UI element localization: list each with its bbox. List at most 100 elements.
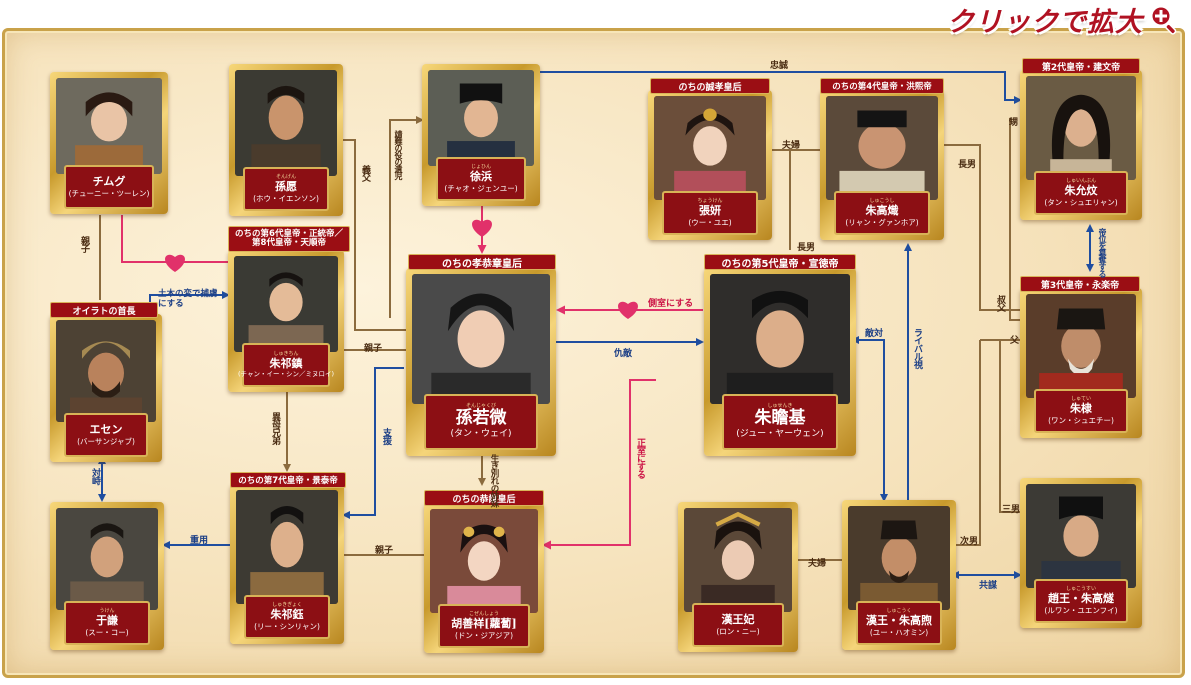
card-ukin[interactable]: うけん于謙(スー・コー) — [50, 502, 164, 650]
reading-choken: (ウー・ユエ) — [688, 217, 732, 227]
portrait-johin — [428, 70, 534, 166]
reading-shukoshi: (リャン・グァンホア) — [845, 217, 919, 227]
portrait-shukichin — [234, 256, 338, 352]
reading-shukigyoku: (リー・シンリャン) — [254, 621, 320, 631]
label-dobaku: 土木の変で捕虜にする — [158, 289, 218, 309]
reading-kanou: (ユー・ハオミン) — [869, 627, 929, 637]
reading-sonjakubi: (タン・ウェイ) — [450, 429, 512, 440]
caption-sonei: そんげん孫愿(ホウ・イエンソン) — [243, 167, 329, 211]
title-shusenki: のちの第5代皇帝・宣徳帝 — [704, 254, 856, 270]
chart-board — [2, 28, 1185, 678]
label-oyako2: 親子 — [364, 344, 383, 354]
reading-chouou: (ルワン・ユエンフイ) — [1044, 605, 1118, 615]
caption-chouou: しゅこうすい趙王・朱高燧(ルワン・ユエンフイ) — [1034, 579, 1128, 623]
reading-shusenki: (ジュー・ヤーウェン) — [736, 429, 824, 440]
title-shukichin-line1: のちの第6代皇帝・正統帝／ — [235, 228, 343, 239]
card-sonei[interactable]: そんげん孫愿(ホウ・イエンソン) — [229, 64, 343, 216]
label-sannan: 三男 — [1002, 505, 1021, 515]
card-shusenki[interactable]: しゅせんき朱瞻基(ジュー・ヤーウェン) — [704, 268, 856, 456]
zoom-button[interactable]: クリックで拡大 — [947, 2, 1181, 38]
caption-shukichin: しゅきちん朱祁鎮(チャン・イー・シン／ミヌロイ) — [238, 343, 334, 387]
caption-shutei: しゅてい朱棣(ワン・シュエチー) — [1034, 389, 1128, 433]
name-shuinbun: 朱允炆 — [1064, 184, 1098, 198]
card-shukoshi[interactable]: しゅこうし朱高熾(リャン・グァンホア) — [820, 90, 944, 240]
card-kanohi[interactable]: 漢王妃(ロン・ニー) — [678, 502, 798, 652]
name-kanohi: 漢王妃 — [721, 613, 755, 627]
card-shukigyoku[interactable]: しゅきぎょく朱祁鈺(リー・シンリャン) — [230, 484, 344, 644]
name-esen: エセン — [89, 423, 123, 437]
label-fufu2: 夫婦 — [808, 559, 827, 569]
card-chimugu[interactable]: チムグ(チューニー・ツーレン) — [50, 72, 168, 214]
title-kozensho: のちの恭譲皇后 — [424, 490, 544, 506]
title-shuinbun: 第2代皇帝・建文帝 — [1022, 58, 1140, 74]
caption-shuinbun: しゅいんぶん朱允炆(タン・シュエリャン) — [1034, 171, 1128, 215]
title-shukoshi: のちの第4代皇帝・洪煕帝 — [820, 78, 944, 94]
title-shukigyoku: のちの第7代皇帝・景泰帝 — [230, 472, 346, 488]
name-kanou: 漢王・朱高煦 — [866, 614, 932, 628]
portrait-shutei — [1026, 294, 1136, 398]
ruby-shukoshi: しゅこうし — [869, 198, 895, 205]
card-kozensho[interactable]: こぜんしょう胡善祥[蘿蔔](ドン・ジアジア) — [424, 503, 544, 653]
label-shien: 支援 — [381, 428, 391, 444]
reading-kanohi: (ロン・ニー) — [716, 626, 760, 636]
portrait-choken — [654, 96, 766, 200]
name-shutei: 朱棣 — [1070, 402, 1092, 416]
portrait-shusenki — [710, 274, 850, 404]
line-shukoshi-chonan — [940, 144, 1020, 311]
card-esen[interactable]: エセン(バーサンジャブ) — [50, 314, 162, 462]
label-ikiwakare: 生き別れの姉妹 — [489, 454, 499, 507]
portrait-kozensho — [430, 509, 538, 613]
line-chimugu-shukichin — [121, 215, 228, 263]
card-kanou[interactable]: しゅこうく漢王・朱高煦(ユー・ハオミン) — [842, 500, 956, 650]
title-shukichin-line2: 第8代皇帝・天順帝 — [252, 238, 326, 248]
reading-shukichin: (チャン・イー・シン／ミヌロイ) — [238, 370, 335, 379]
card-shutei[interactable]: しゅてい朱棣(ワン・シュエチー) — [1020, 288, 1142, 438]
label-kyobo: 共謀 — [979, 581, 998, 591]
card-chouou[interactable]: しゅこうすい趙王・朱高燧(ルワン・ユエンフイ) — [1020, 478, 1142, 628]
ruby-ukin: うけん — [99, 608, 115, 615]
reading-johin: (チャオ・ジェンユー) — [444, 183, 518, 193]
name-chouou: 趙王・朱高燧 — [1048, 592, 1114, 606]
line-sonei-gifu — [340, 139, 406, 331]
label-oyako1: 親子 — [79, 236, 89, 252]
name-shukichin: 朱祁鎮 — [269, 356, 303, 370]
caption-choken: ちょうけん張妍(ウー・ユエ) — [662, 191, 758, 235]
name-shusenki: 朱瞻基 — [754, 408, 806, 429]
line-johin-nanban — [389, 116, 424, 318]
caption-johin: じょひん徐浜(チャオ・ジェンユー) — [436, 157, 526, 201]
card-choken[interactable]: ちょうけん張妍(ウー・ユエ) — [648, 90, 772, 240]
title-sonjakubi: のちの孝恭章皇后 — [408, 254, 556, 270]
label-tekitai: 敵対 — [865, 329, 884, 339]
name-johin: 徐浜 — [470, 170, 492, 184]
reading-chimugu: (チューニー・ツーレン) — [68, 188, 150, 198]
card-sonjakubi[interactable]: そんじゃくび孫若微(タン・ウェイ) — [406, 268, 556, 456]
card-johin[interactable]: じょひん徐浜(チャオ・ジェンユー) — [422, 64, 540, 206]
ruby-shusenki: しゅせんき — [767, 403, 793, 410]
label-nanban: 靖難の役の遺児 — [394, 130, 403, 179]
reading-sonei: (ホウ・イエンソン) — [253, 193, 319, 203]
card-shuinbun[interactable]: しゅいんぶん朱允炆(タン・シュエリャン) — [1020, 70, 1142, 220]
name-choken: 張妍 — [699, 204, 721, 218]
label-sokushitsu: 側室にする — [648, 299, 694, 309]
caption-kanohi: 漢王妃(ロン・ニー) — [692, 603, 784, 647]
label-teii: 帝位を簒奪する — [1098, 228, 1107, 277]
name-sonei: 孫愿 — [275, 180, 297, 194]
zoom-label: クリックで拡大 — [947, 6, 1143, 38]
ruby-kozensho: こぜんしょう — [468, 611, 499, 618]
title-choken: のちの誠孝皇后 — [650, 78, 770, 94]
label-oi: 甥 — [1007, 117, 1017, 125]
card-shukichin[interactable]: しゅきちん朱祁鎮(チャン・イー・シン／ミヌロイ) — [228, 250, 344, 392]
caption-kozensho: こぜんしょう胡善祥[蘿蔔](ドン・ジアジア) — [438, 604, 530, 648]
caption-shukigyoku: しゅきぎょく朱祁鈺(リー・シンリャン) — [244, 595, 330, 639]
label-jinan: 次男 — [960, 537, 979, 547]
line-chuzoku — [540, 71, 1022, 104]
name-ukin: 于謙 — [96, 614, 118, 628]
ruby-sonei: そんげん — [275, 174, 296, 181]
ruby-johin: じょひん — [470, 164, 491, 171]
reading-shutei: (ワン・シュエチー) — [1048, 415, 1114, 425]
ruby-shukichin: しゅきちん — [273, 350, 299, 357]
caption-chimugu: チムグ(チューニー・ツーレン) — [64, 165, 154, 209]
caption-ukin: うけん于謙(スー・コー) — [64, 601, 150, 645]
portrait-sonjakubi — [412, 274, 550, 404]
